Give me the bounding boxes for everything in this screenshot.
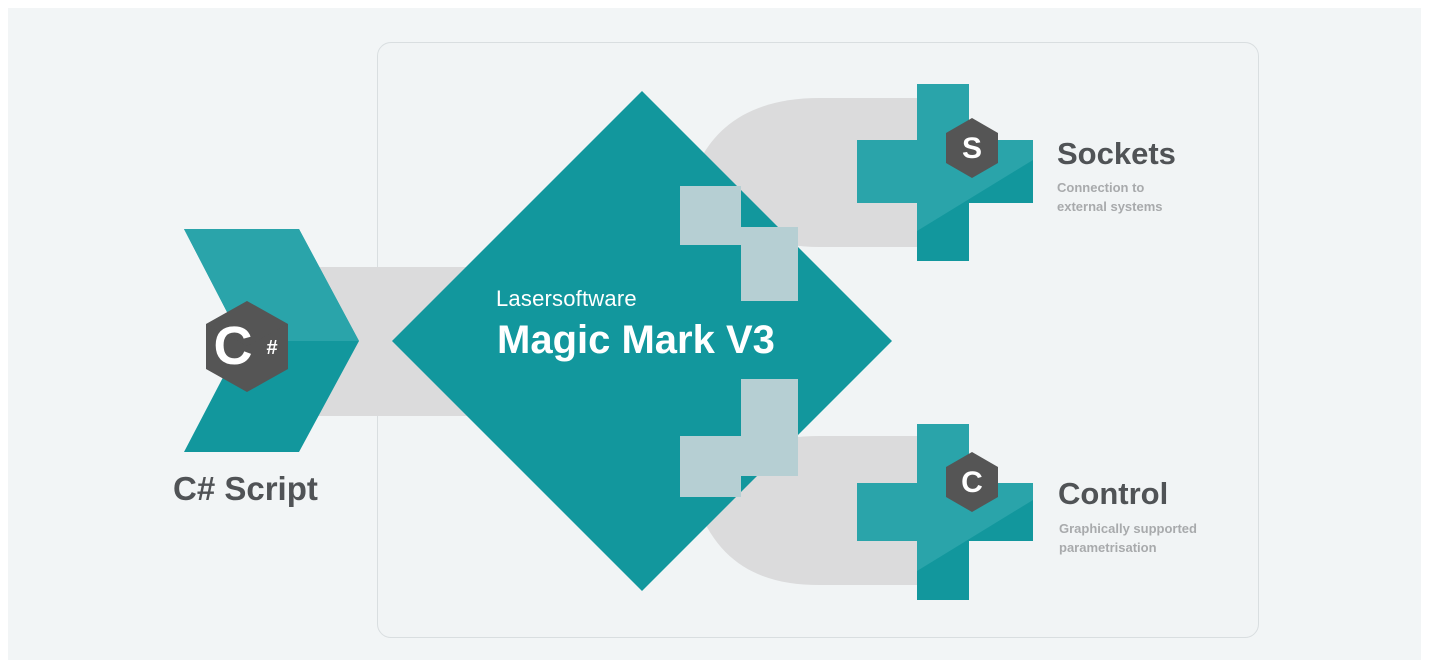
control-badge-letter: C bbox=[961, 466, 983, 499]
control-subtitle-line-1: Graphically supported bbox=[1059, 521, 1197, 536]
sockets-hexagon-icon: S bbox=[946, 118, 998, 178]
sockets-badge-letter: S bbox=[962, 132, 982, 165]
lower-overlay-shape bbox=[680, 379, 798, 497]
sockets-title: Sockets bbox=[1057, 136, 1176, 171]
sockets-subtitle-line-2: external systems bbox=[1057, 199, 1163, 214]
upper-overlay-shape bbox=[680, 186, 798, 301]
control-hexagon-icon: C bbox=[946, 452, 998, 512]
sockets-subtitle-line-1: Connection to bbox=[1057, 180, 1145, 195]
csharp-badge-suffix: # bbox=[266, 337, 277, 359]
control-title: Control bbox=[1058, 476, 1169, 511]
control-plus-light bbox=[857, 424, 1033, 571]
csharp-hexagon-icon: C # bbox=[206, 301, 288, 392]
csharp-title: C# Script bbox=[173, 470, 318, 507]
sockets-subtitle: Connection to external systems bbox=[1057, 178, 1207, 216]
sockets-plus-light bbox=[857, 84, 1033, 231]
control-subtitle-line-2: parametrisation bbox=[1059, 540, 1157, 555]
core-title: Magic Mark V3 bbox=[497, 318, 775, 362]
core-eyebrow: Lasersoftware bbox=[496, 286, 637, 311]
control-subtitle: Graphically supported parametrisation bbox=[1059, 519, 1239, 557]
csharp-badge-letter: C bbox=[214, 316, 253, 376]
